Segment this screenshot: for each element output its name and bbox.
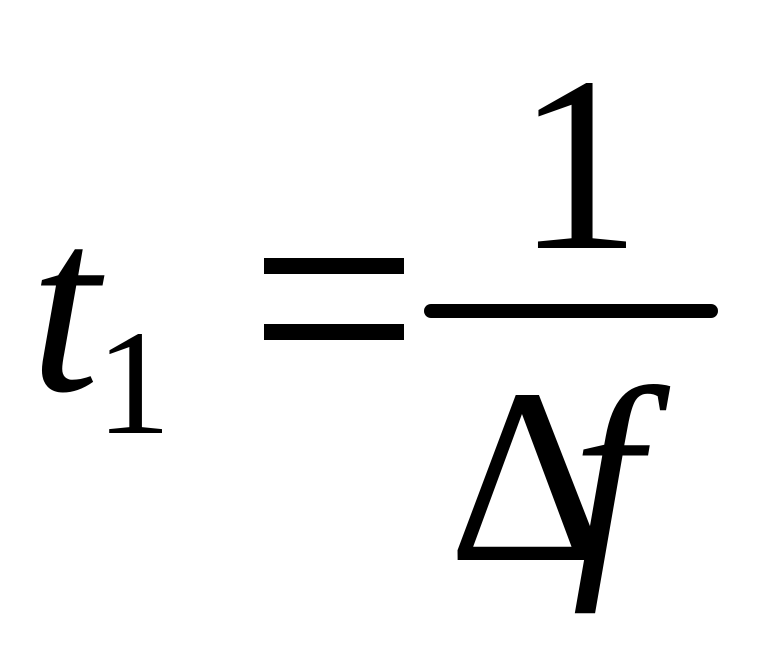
equals-bar-bottom [264, 324, 404, 340]
numerator-one: 1 [516, 26, 641, 303]
equals-sign [264, 258, 404, 342]
variable-t: t [30, 168, 100, 445]
variable-f: f [572, 338, 642, 615]
delta-symbol: Δ [448, 338, 609, 615]
subscript-one: 1 [96, 300, 171, 466]
fraction-bar [424, 304, 718, 318]
equals-bar-top [264, 258, 404, 274]
